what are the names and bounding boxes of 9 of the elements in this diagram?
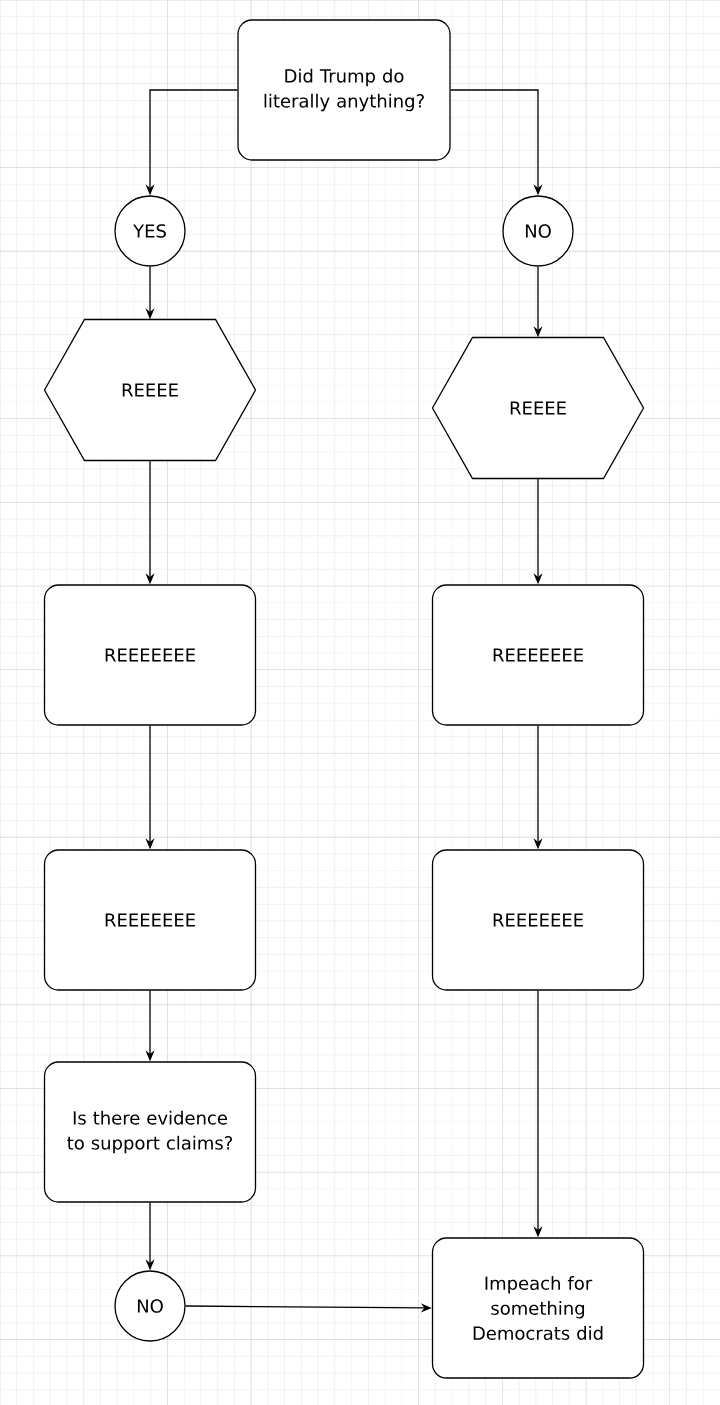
process-box: REEEEEEE xyxy=(43,584,257,726)
preparation-hexagon: REEEE xyxy=(431,336,645,480)
process-box: REEEEEEE xyxy=(43,849,257,991)
process-box: Impeach for something Democrats did xyxy=(431,1237,645,1379)
process-box: Is there evidence to support claims? xyxy=(43,1061,257,1203)
process-box: REEEEEEE xyxy=(431,849,645,991)
preparation-hexagon: REEEE xyxy=(43,318,257,462)
process-box: REEEEEEE xyxy=(431,584,645,726)
process-box: Did Trump do literally anything? xyxy=(237,19,451,161)
